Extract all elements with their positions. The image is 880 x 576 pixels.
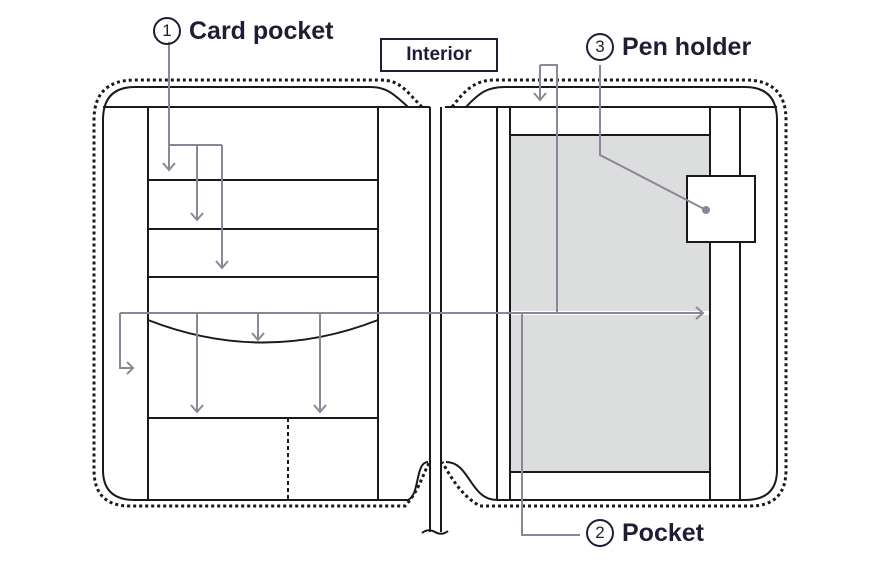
pocket-panel bbox=[509, 134, 711, 473]
right-cover bbox=[445, 86, 778, 501]
number-badge: 2 bbox=[586, 519, 614, 547]
left-pocket-curve bbox=[147, 319, 379, 344]
pen-holder-label: 3 Pen holder bbox=[586, 33, 751, 62]
number-badge: 1 bbox=[153, 17, 181, 45]
left-cover bbox=[102, 86, 429, 501]
card-pocket-label: 1 Card pocket bbox=[153, 17, 333, 46]
pen-holder bbox=[686, 175, 756, 243]
label-text: Card pocket bbox=[189, 17, 334, 45]
number-badge: 3 bbox=[586, 33, 614, 61]
label-text: Pocket bbox=[622, 519, 704, 547]
label-text: Pen holder bbox=[622, 33, 752, 61]
left-stitch-outline bbox=[92, 78, 432, 508]
pocket-label: 2 Pocket bbox=[586, 519, 704, 548]
right-stitch-outline bbox=[440, 78, 788, 508]
interior-title: Interior bbox=[380, 38, 498, 72]
